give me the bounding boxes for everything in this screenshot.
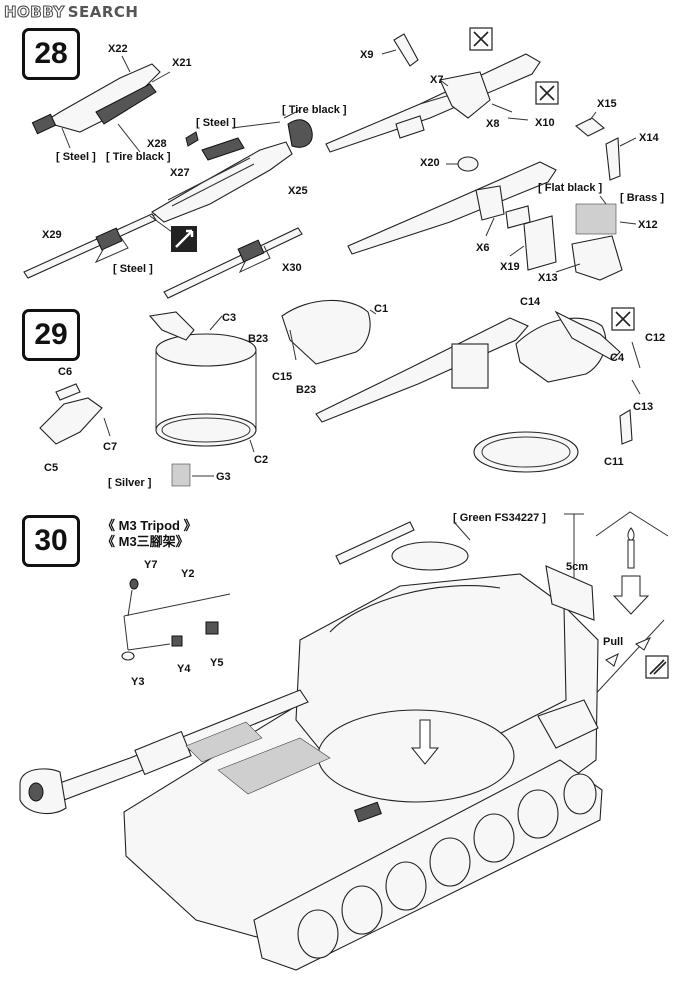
gun-x7-assembly [325, 33, 541, 153]
measure-note-5cm: 5cm [566, 561, 589, 573]
part-label-c1: C1 [374, 303, 389, 315]
part-label-c2: C2 [254, 454, 269, 466]
part-label-x7: X7 [430, 74, 444, 86]
part-label-b23: B23 [248, 333, 269, 345]
part-label-c14: C14 [520, 296, 541, 308]
part-label-c5: C5 [44, 462, 59, 474]
part-label-x27: X27 [170, 167, 190, 179]
part-label-x9: X9 [360, 49, 374, 61]
part-label-x30: X30 [282, 262, 302, 274]
paint-note-tire-black: [ Tire black ] [106, 151, 171, 163]
part-x19 [523, 215, 557, 271]
part-label-x6: X6 [476, 242, 490, 254]
part-label-x22: X22 [108, 43, 128, 55]
barrel-x30 [163, 227, 303, 299]
paint-note-green-fs34227: [ Green FS34227 ] [453, 512, 546, 524]
part-label-x21: X21 [172, 57, 192, 69]
part-label-c13: C13 [633, 401, 654, 413]
part-label-c3: C3 [222, 312, 237, 324]
part-label-c4: C4 [610, 352, 625, 364]
tripod-title-chinese: 《 M3三腳架》 [102, 534, 189, 549]
part-label-y7: Y7 [144, 559, 158, 571]
paint-note-silver: [ Silver ] [108, 477, 152, 489]
no-glue-icon [535, 81, 559, 105]
part-label-x14: X14 [639, 132, 659, 144]
logo-text-search: SEARCH [67, 3, 139, 21]
part-label-y3: Y3 [131, 676, 145, 688]
turret-ring [317, 709, 515, 803]
paint-note-steel: [ Steel ] [56, 151, 96, 163]
part-c11 [619, 409, 633, 445]
heat-stretch-icon [645, 655, 669, 679]
paint-note-steel: [ Steel ] [196, 117, 236, 129]
part-c5-c6 [39, 383, 111, 445]
part-x14 [605, 137, 621, 181]
part-label-x20: X20 [420, 157, 440, 169]
part-label-g3: G3 [216, 471, 231, 483]
part-x25 [287, 119, 313, 148]
m3-tripod-drawing [121, 578, 231, 661]
ammo-box-x12 [575, 203, 617, 235]
paint-note-brass: [ Brass ] [620, 192, 665, 204]
part-label-b23: B23 [296, 384, 317, 396]
turret-install-arrow [410, 719, 440, 765]
part-label-c6: C6 [58, 366, 73, 378]
part-label-x12: X12 [638, 219, 658, 231]
paint-note-flat-black: [ Flat black ] [538, 182, 603, 194]
ring-mount-c2-c3 [148, 311, 257, 453]
engine-grille [217, 737, 331, 795]
tripod-title-english: 《 M3 Tripod 》 [102, 518, 197, 533]
part-label-c11: C11 [604, 456, 624, 468]
gun-receiver-part [31, 55, 171, 153]
step-number-28: 28 [22, 28, 80, 80]
paint-note-tire-black: [ Tire black ] [282, 104, 347, 116]
no-glue-icon [611, 307, 635, 331]
logo-text-hobby: HOBBY [4, 3, 65, 22]
part-c4 [554, 310, 621, 361]
part-label-x8: X8 [486, 118, 500, 130]
part-label-x10: X10 [535, 117, 555, 129]
part-steel-plate [201, 137, 245, 161]
part-label-y2: Y2 [181, 568, 195, 580]
gun-x6-assembly [347, 156, 557, 255]
instruction-note-pull: Pull [603, 636, 624, 648]
part-label-c15: C15 [272, 371, 293, 383]
part-label-y5: Y5 [210, 657, 224, 669]
part-x28 [185, 131, 199, 147]
part-label-c7: C7 [103, 441, 118, 453]
part-label-x25: X25 [288, 185, 308, 197]
track-assembly [253, 759, 603, 971]
part-label-x15: X15 [597, 98, 617, 110]
paint-note-steel: [ Steel ] [113, 263, 153, 275]
candle-icon [595, 511, 669, 569]
arrow-down-icon [612, 575, 650, 615]
hobbysearch-logo: HOBBY SEARCH [4, 3, 139, 22]
step-number-30: 30 [22, 515, 80, 567]
shield-c1 [281, 299, 377, 365]
part-x13 [571, 235, 623, 281]
part-label-x13: X13 [538, 272, 558, 284]
part-label-x19: X19 [500, 261, 520, 273]
part-label-c12: C12 [645, 332, 666, 344]
gun-on-ring-mount [315, 317, 607, 473]
commander-cupola [391, 541, 469, 571]
part-label-x28: X28 [147, 138, 167, 150]
step-number-29: 29 [22, 309, 80, 361]
part-label-x29: X29 [42, 229, 62, 241]
road-wheels [297, 773, 597, 959]
no-glue-icon [469, 27, 493, 51]
part-x15 [575, 117, 605, 137]
part-g3 [171, 463, 191, 487]
part-label-y4: Y4 [177, 663, 191, 675]
howitzer-vehicle [19, 521, 603, 971]
